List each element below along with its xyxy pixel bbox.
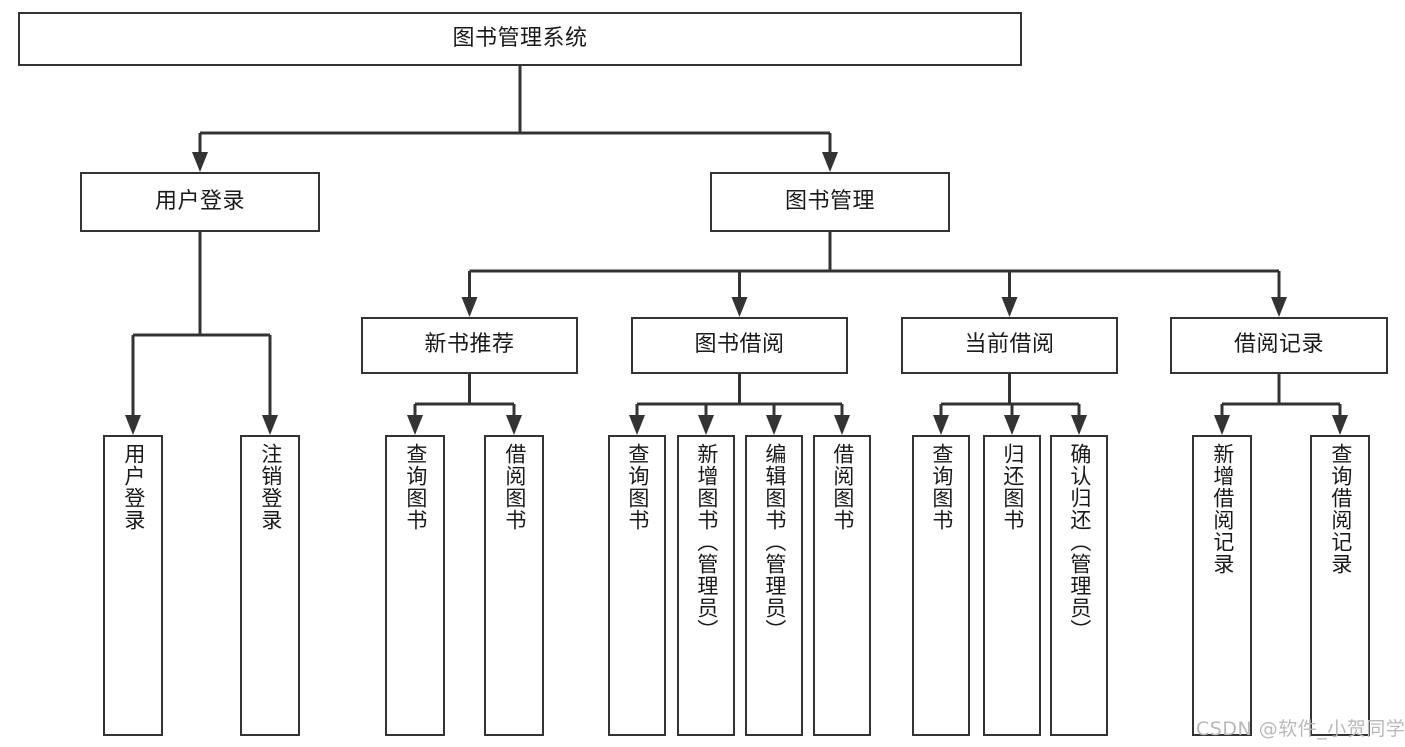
arrow-head-icon <box>629 415 645 435</box>
arrow-head-icon <box>1214 415 1230 435</box>
node-leaf-add-book[interactable]: 新增图书（管理员） <box>677 435 735 736</box>
node-book-manage[interactable]: 图书管理 <box>710 172 950 232</box>
node-label: 新书推荐 <box>424 332 515 358</box>
watermark-text: CSDN @软件_小贺同学 <box>1196 718 1405 740</box>
node-label: 确认归还（管理员） <box>1067 443 1092 641</box>
node-label: 当前借阅 <box>964 332 1055 358</box>
node-label: 查询图书 <box>403 443 428 531</box>
arrow-head-icon <box>731 297 748 317</box>
arrow-head-icon <box>698 415 714 435</box>
node-label: 用户登录 <box>154 188 245 214</box>
node-leaf-edit-book[interactable]: 编辑图书（管理员） <box>745 435 803 736</box>
node-user-login[interactable]: 用户登录 <box>80 172 320 232</box>
node-label: 图书管理系统 <box>452 25 588 51</box>
arrow-head-icon <box>766 415 782 435</box>
node-leaf-return-book[interactable]: 归还图书 <box>983 435 1041 736</box>
node-leaf-borrow-book-1[interactable]: 借阅图书 <box>484 435 544 736</box>
node-label: 借阅图书 <box>502 443 527 531</box>
arrow-head-icon <box>1001 297 1018 317</box>
node-leaf-query-record[interactable]: 查询借阅记录 <box>1310 435 1370 736</box>
node-label: 图书管理 <box>784 188 875 214</box>
node-label: 编辑图书（管理员） <box>762 443 787 641</box>
node-label: 借阅图书 <box>830 443 855 531</box>
node-leaf-query-book-3[interactable]: 查询图书 <box>912 435 970 736</box>
node-label: 归还图书 <box>1000 443 1025 531</box>
node-leaf-query-book-1[interactable]: 查询图书 <box>385 435 445 736</box>
node-leaf-query-book-2[interactable]: 查询图书 <box>608 435 666 736</box>
arrow-head-icon <box>125 415 141 435</box>
node-new-book-recommend[interactable]: 新书推荐 <box>361 317 578 374</box>
node-label: 查询图书 <box>625 443 650 531</box>
arrow-head-icon <box>822 152 838 172</box>
arrow-head-icon <box>1071 415 1087 435</box>
arrow-head-icon <box>1271 297 1287 317</box>
node-label: 查询借阅记录 <box>1328 443 1353 575</box>
arrow-head-icon <box>461 297 478 317</box>
node-leaf-user-login[interactable]: 用户登录 <box>103 435 163 736</box>
arrow-head-icon <box>933 415 949 435</box>
node-leaf-add-record[interactable]: 新增借阅记录 <box>1192 435 1252 736</box>
node-label: 用户登录 <box>121 443 146 531</box>
node-label: 借阅记录 <box>1233 332 1324 358</box>
arrow-head-icon <box>407 415 423 435</box>
node-leaf-user-logout[interactable]: 注销登录 <box>240 435 300 736</box>
node-label: 新增图书（管理员） <box>694 443 719 641</box>
arrow-head-icon <box>192 152 208 172</box>
arrow-head-icon <box>834 415 850 435</box>
node-leaf-borrow-book-2[interactable]: 借阅图书 <box>813 435 871 736</box>
node-label: 新增借阅记录 <box>1210 443 1235 575</box>
node-leaf-confirm-return[interactable]: 确认归还（管理员） <box>1050 435 1108 736</box>
node-label: 查询图书 <box>929 443 954 531</box>
arrow-head-icon <box>1332 415 1348 435</box>
arrow-head-icon <box>506 415 522 435</box>
node-label: 图书借阅 <box>694 332 785 358</box>
node-borrow-record[interactable]: 借阅记录 <box>1170 317 1388 374</box>
arrow-head-icon <box>1004 415 1020 435</box>
node-label: 注销登录 <box>258 443 283 531</box>
node-root[interactable]: 图书管理系统 <box>18 12 1022 66</box>
node-book-borrow[interactable]: 图书借阅 <box>631 317 848 374</box>
arrow-head-icon <box>262 415 278 435</box>
node-current-borrow[interactable]: 当前借阅 <box>901 317 1118 374</box>
